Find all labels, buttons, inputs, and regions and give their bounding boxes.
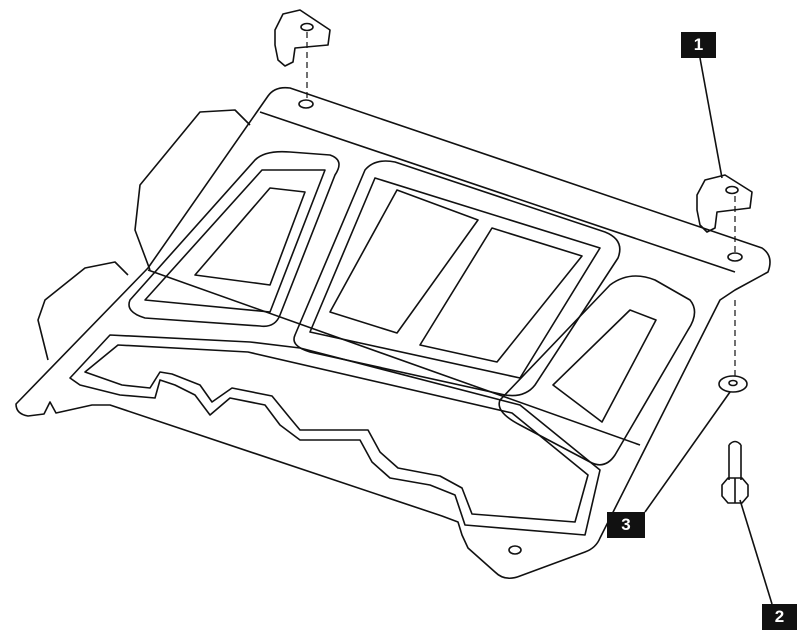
center-bead bbox=[293, 160, 621, 397]
right-cutout bbox=[552, 309, 657, 423]
mount-hole bbox=[508, 545, 522, 555]
bolt bbox=[721, 440, 749, 504]
right-bead bbox=[498, 275, 696, 466]
right-bracket bbox=[696, 174, 753, 233]
callout-2: 2 bbox=[762, 604, 797, 630]
left-cutout bbox=[194, 187, 306, 286]
mount-hole bbox=[727, 252, 743, 262]
bracket-hole bbox=[300, 22, 314, 32]
skid-plate-outline bbox=[15, 86, 771, 580]
lower-bead-inner bbox=[84, 344, 589, 523]
bracket-hole bbox=[725, 185, 739, 195]
lower-bead bbox=[69, 334, 601, 536]
washer bbox=[718, 375, 748, 393]
left-lower-flap bbox=[37, 261, 129, 361]
left-bead-inner bbox=[144, 169, 326, 313]
left-bracket bbox=[274, 9, 331, 67]
mount-hole bbox=[298, 99, 314, 109]
washer-hole bbox=[728, 379, 738, 387]
left-bead bbox=[128, 150, 340, 328]
center-left-cutout bbox=[329, 189, 479, 334]
callout-3: 3 bbox=[607, 512, 645, 538]
left-upper-flap bbox=[134, 109, 251, 271]
center-right-cutout bbox=[419, 227, 583, 363]
leader-line-3 bbox=[644, 391, 731, 513]
leader-line-2 bbox=[739, 499, 773, 605]
center-bead-inner bbox=[309, 177, 601, 379]
plate-top-fold bbox=[259, 111, 736, 273]
leader-line-1 bbox=[699, 57, 723, 179]
callout-1: 1 bbox=[681, 32, 716, 58]
plate-crease bbox=[147, 269, 641, 446]
